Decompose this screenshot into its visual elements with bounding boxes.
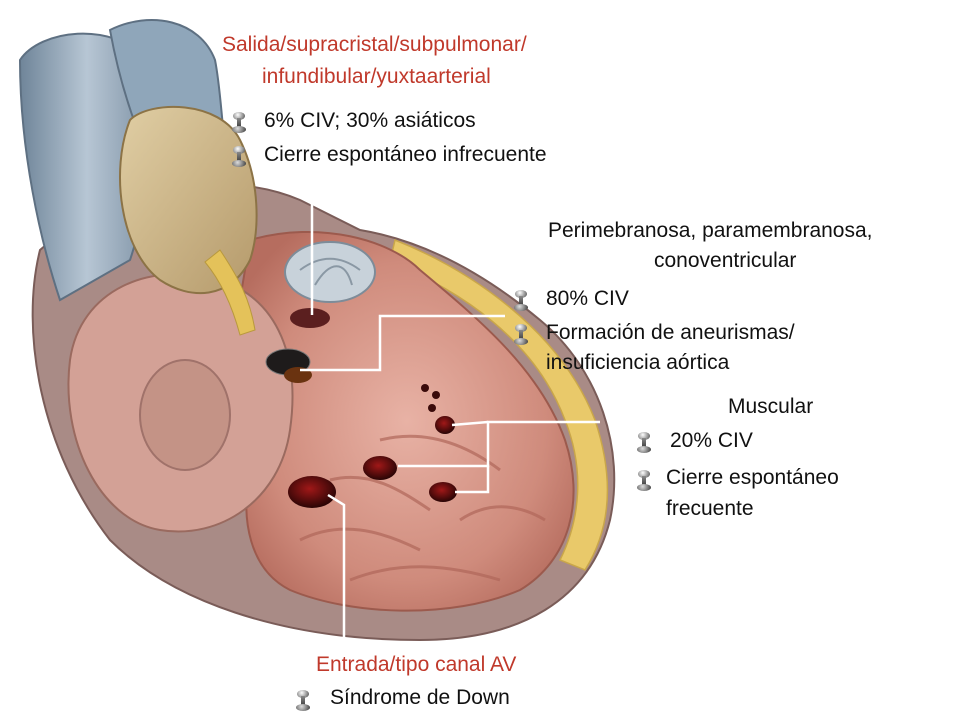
bullet-pin-icon xyxy=(637,432,651,454)
outlet-bullet-2: Cierre espontáneo infrecuente xyxy=(264,143,547,166)
bullet-pin-icon xyxy=(637,470,651,492)
perimembranous-bullet-1: 80% CIV xyxy=(546,287,629,310)
leader-lines xyxy=(300,160,600,650)
perimembranous-title-line1: Perimebranosa, paramembranosa, xyxy=(548,219,873,242)
perimembranous-bullet-2-line1: Formación de aneurismas/ xyxy=(546,321,795,344)
bullet-pin-icon xyxy=(514,290,528,312)
muscular-defect-2 xyxy=(435,416,455,434)
muscular-bullet-2-line1: Cierre espontáneo xyxy=(666,466,839,489)
outlet-defect xyxy=(290,308,330,328)
perimembranous-bullet-2-line2: insuficiencia aórtica xyxy=(546,351,730,374)
fossa-ovalis xyxy=(139,359,231,471)
inlet-leader xyxy=(327,493,346,650)
outlet-bullet-1: 6% CIV; 30% asiáticos xyxy=(264,109,476,132)
muscular-leader-branch-a xyxy=(451,420,489,427)
muscular-leader xyxy=(398,420,600,468)
outlet-title-line1: Salida/supracristal/subpulmonar/ xyxy=(222,33,527,56)
inlet-defect xyxy=(288,476,336,508)
muscular-bullet-1: 20% CIV xyxy=(670,429,753,452)
inlet-title: Entrada/tipo canal AV xyxy=(316,653,517,676)
outlet-title-line2: infundibular/yuxtaarterial xyxy=(262,65,491,88)
muscular-leader-branch-b xyxy=(455,466,490,494)
muscular-defect-1 xyxy=(363,456,397,480)
trabeculae xyxy=(299,434,546,582)
bullet-pin-icon xyxy=(232,112,246,134)
base-fat xyxy=(204,249,256,336)
inlet-bullet: Síndrome de Down xyxy=(330,686,510,709)
muscular-bullet-2-line2: frecuente xyxy=(666,497,754,520)
epicardial-fat xyxy=(389,238,609,571)
bullet-pin-icon xyxy=(232,146,246,168)
bullet-pin-icon xyxy=(296,690,310,712)
muscular-defect-3 xyxy=(429,482,457,502)
aorta xyxy=(119,105,258,294)
muscular-title: Muscular xyxy=(728,395,814,418)
pulmonary-valve xyxy=(284,241,376,303)
perimembranous-leader xyxy=(300,314,505,372)
bullet-pin-icon xyxy=(514,324,528,346)
perimembranous-title-line2: conoventricular xyxy=(654,249,797,272)
